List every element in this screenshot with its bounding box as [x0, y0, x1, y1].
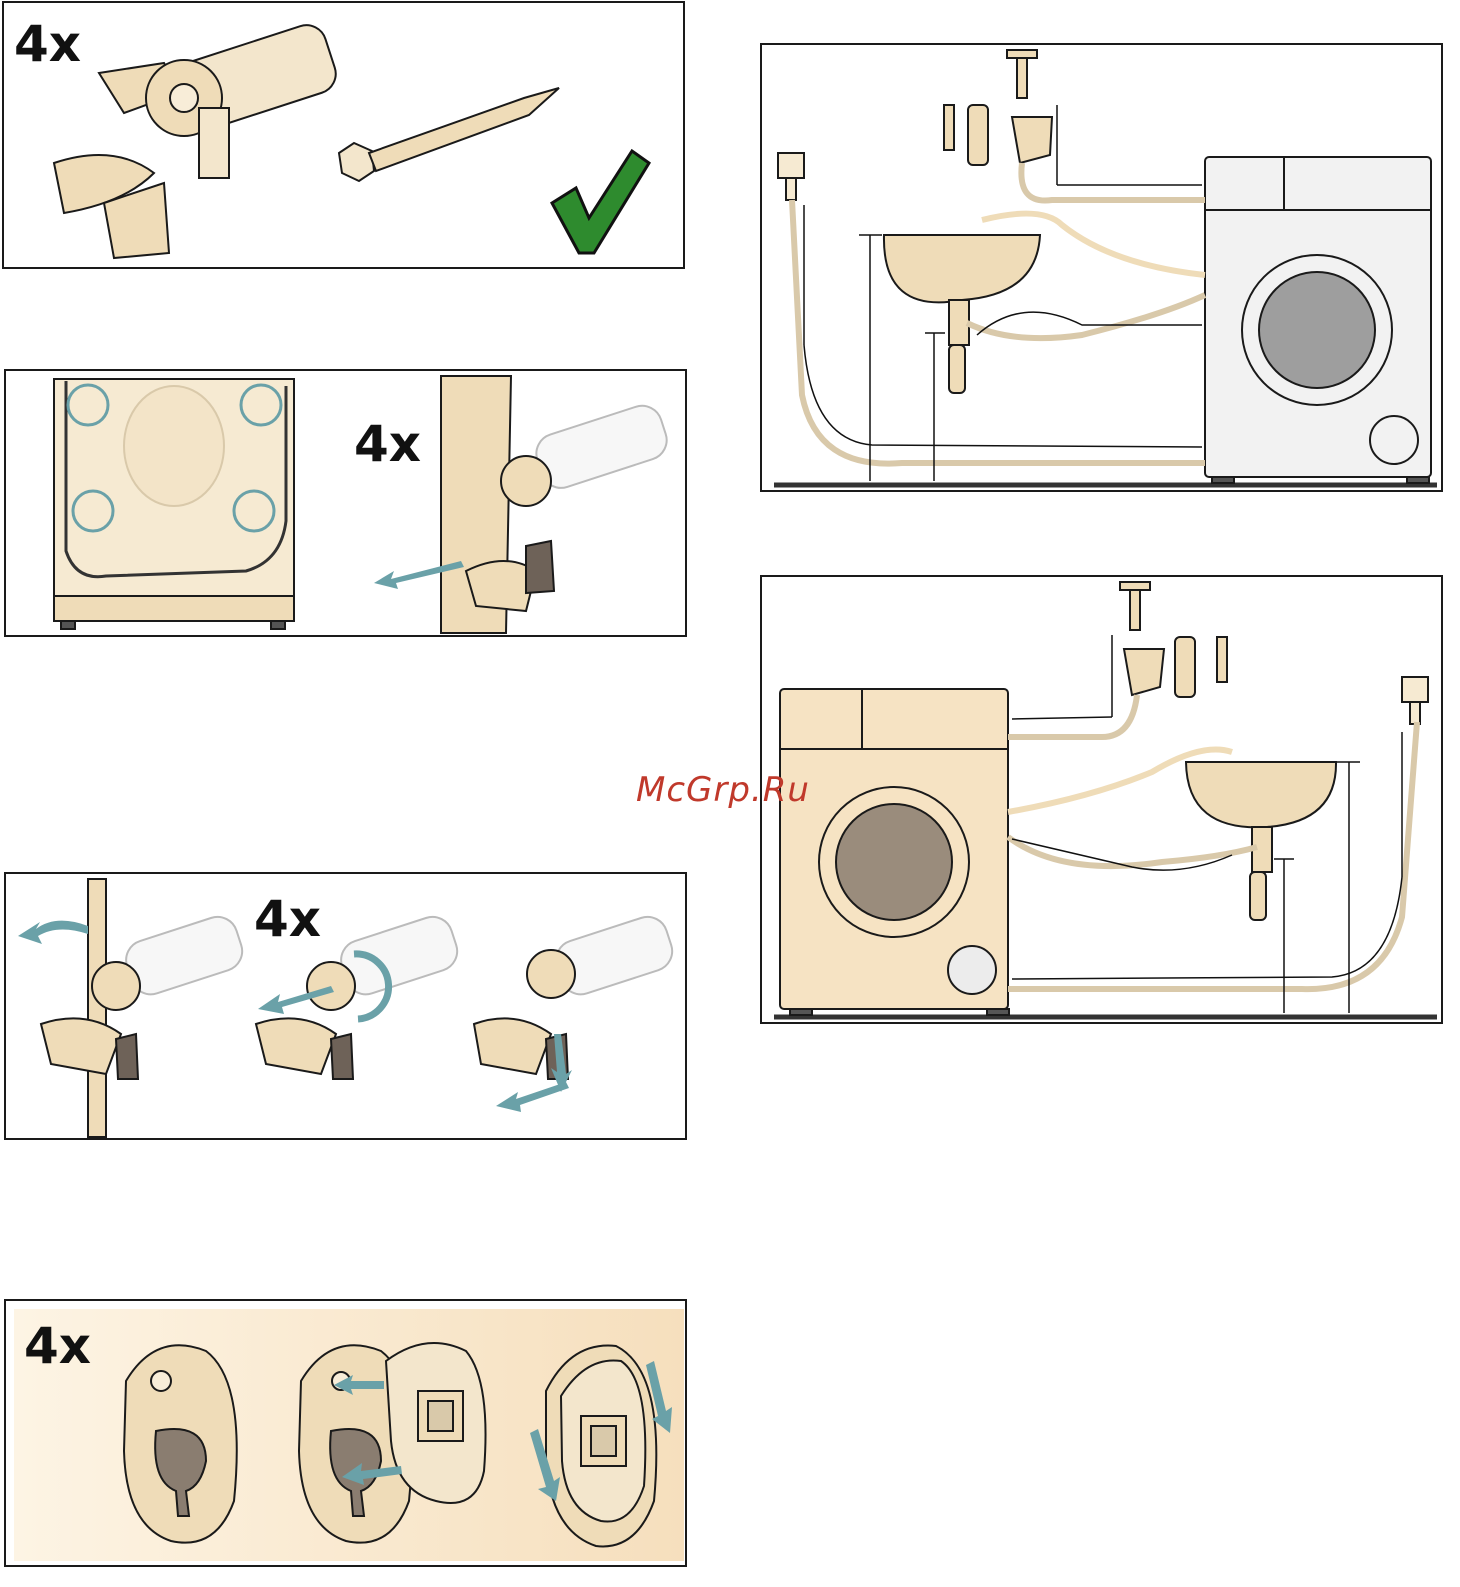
- installation-diagram-left: [762, 577, 1443, 1024]
- dimension-lines: [804, 105, 1202, 481]
- panel-install-right: [760, 43, 1443, 492]
- water-tap-icon: [1120, 582, 1227, 697]
- cap-hole-1: [124, 1345, 237, 1542]
- washing-machine-icon: [780, 689, 1009, 1015]
- panel-cover-caps: 4x: [4, 1299, 687, 1567]
- bolt-with-bar-icon: [441, 376, 672, 633]
- hoses: [792, 163, 1205, 464]
- step-3: [474, 912, 677, 1079]
- arrow-icon: [496, 1082, 569, 1112]
- washing-machine-icon: [1205, 157, 1431, 483]
- watermark: McGrp.Ru: [636, 770, 810, 810]
- count-label: 4x: [24, 1321, 91, 1371]
- cover-caps-illustration: [6, 1301, 687, 1567]
- transport-bolt-icon: [54, 20, 341, 258]
- washing-machine-back-icon: [54, 379, 294, 629]
- hoses: [1008, 695, 1417, 989]
- panel-transport-bolts: 4x: [2, 1, 685, 269]
- step-1: [41, 879, 247, 1137]
- count-label: 4x: [14, 19, 81, 69]
- panel-bolt-steps: 4x: [4, 872, 687, 1140]
- cap-fitted: [546, 1346, 656, 1547]
- screw-icon: [339, 88, 559, 181]
- bolt-steps-illustration: [6, 874, 687, 1140]
- power-plug-icon: [778, 153, 804, 200]
- installation-diagram-right: [762, 45, 1443, 492]
- dimension-lines: [1012, 635, 1402, 1013]
- water-tap-icon: [944, 50, 1052, 165]
- machine-back-illustration: [6, 371, 687, 637]
- arrow-icon: [18, 921, 88, 944]
- count-label: 4x: [354, 419, 421, 469]
- power-plug-icon: [1402, 677, 1428, 724]
- checkmark-icon: [552, 151, 649, 253]
- panel-remove-bolts: 4x: [4, 369, 687, 637]
- sink-icon: [1186, 762, 1336, 920]
- panel-install-left: [760, 575, 1443, 1024]
- transport-bolt-illustration: [4, 3, 685, 269]
- count-label: 4x: [254, 894, 321, 944]
